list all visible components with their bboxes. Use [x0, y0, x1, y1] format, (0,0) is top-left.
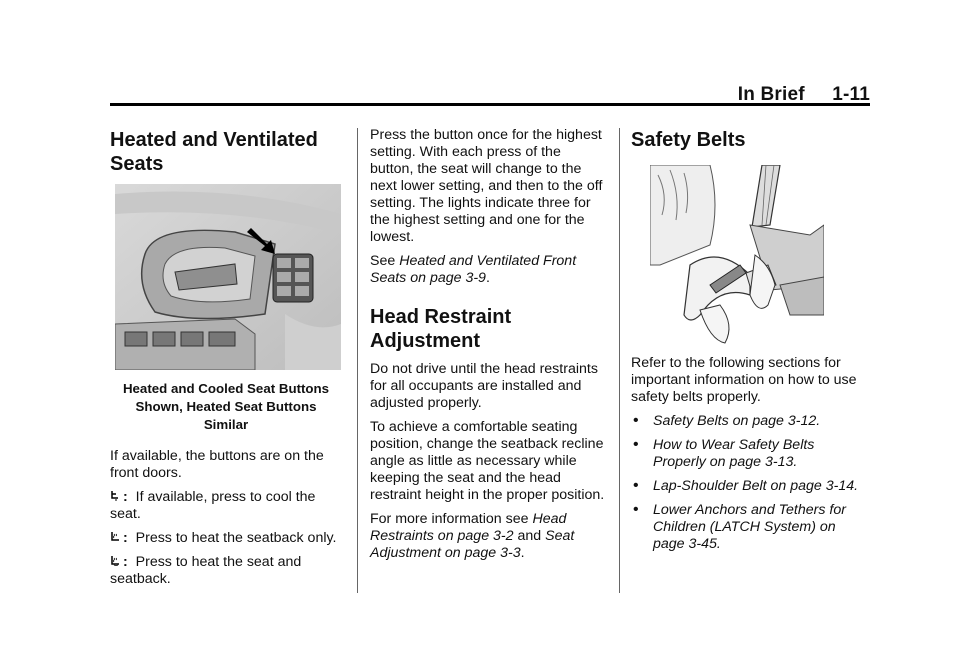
door-panel-illustration: [115, 184, 341, 370]
section-heading: Head Restraint Adjustment: [370, 306, 512, 352]
item-text: Press to heat the seat and seatback.: [110, 554, 302, 587]
cross-reference-link[interactable]: Seat Adjustment on page 3-3: [370, 528, 575, 561]
header-title: In Brief 1-11: [738, 84, 870, 106]
page-header: In Brief 1-11: [110, 84, 870, 106]
paragraph: Do not drive until the head restraints f…: [370, 361, 598, 411]
paragraph: If available, the buttons are on the fro…: [110, 448, 324, 481]
list-item[interactable]: How to Wear Safety Belts Properly on pag…: [631, 436, 871, 471]
column-middle: Press the button once for the highest se…: [370, 127, 608, 569]
column-right: Safety Belts Refer to the following sect…: [631, 128, 871, 560]
section-heading: Heated and Ventilated Seats: [110, 129, 318, 175]
figure-caption: Heated and Cooled Seat Buttons Shown, He…: [110, 380, 342, 434]
item-text: If available, press to cool the seat.: [110, 489, 316, 522]
see-prefix: See: [370, 253, 396, 269]
reference-list: Safety Belts on page 3-12. How to Wear S…: [631, 412, 871, 553]
more-info-reference: For more information see Head Restraints…: [370, 511, 608, 562]
see-reference: See Heated and Ventilated Front Seats on…: [370, 253, 608, 287]
item-text: Press to heat the seatback only.: [135, 530, 337, 546]
cool-seat-item: : If available, press to cool the seat.: [110, 489, 342, 523]
caption-line: Heated and Cooled Seat Buttons: [122, 381, 330, 396]
cooled-seat-icon: [111, 491, 118, 501]
heated-seat-icon: [111, 556, 119, 566]
column-divider: [619, 128, 620, 593]
heat-seatback-item: : Press to heat the seatback only.: [110, 530, 342, 547]
column-left: Heated and Ventilated Seats Heated and C…: [110, 128, 342, 595]
heat-seat-item: : Press to heat the seat and seatback.: [110, 554, 342, 588]
caption-line: Similar: [203, 417, 249, 432]
list-item[interactable]: Safety Belts on page 3-12.: [631, 412, 871, 430]
header-rule: [110, 103, 870, 106]
more-prefix: For more information see: [370, 511, 529, 527]
item-label: :: [123, 530, 128, 546]
caption-line: Shown, Heated Seat Buttons: [135, 399, 317, 414]
item-label: :: [123, 554, 128, 570]
paragraph: Refer to the following sections for impo…: [631, 355, 857, 405]
paragraph: To achieve a comfortable seating positio…: [370, 419, 605, 503]
paragraph: Press the button once for the highest se…: [370, 127, 603, 245]
column-divider: [357, 128, 358, 593]
item-label: :: [123, 489, 128, 505]
list-item[interactable]: Lap-Shoulder Belt on page 3-14.: [631, 477, 871, 495]
safety-belt-illustration: [650, 165, 824, 344]
page-number: 1-11: [832, 84, 870, 105]
conjunction: and: [517, 528, 542, 544]
list-item[interactable]: Lower Anchors and Tethers for Children (…: [631, 501, 871, 553]
section-heading: Safety Belts: [631, 129, 746, 151]
heated-seatback-icon: [111, 532, 119, 541]
punctuation: .: [520, 545, 525, 561]
cross-reference-link[interactable]: Heated and Ventilated Front Seats on pag…: [370, 253, 577, 286]
cross-reference-link[interactable]: Head Restraints on page 3-2: [370, 511, 567, 544]
punctuation: .: [485, 270, 490, 286]
section-name: In Brief: [737, 84, 805, 105]
